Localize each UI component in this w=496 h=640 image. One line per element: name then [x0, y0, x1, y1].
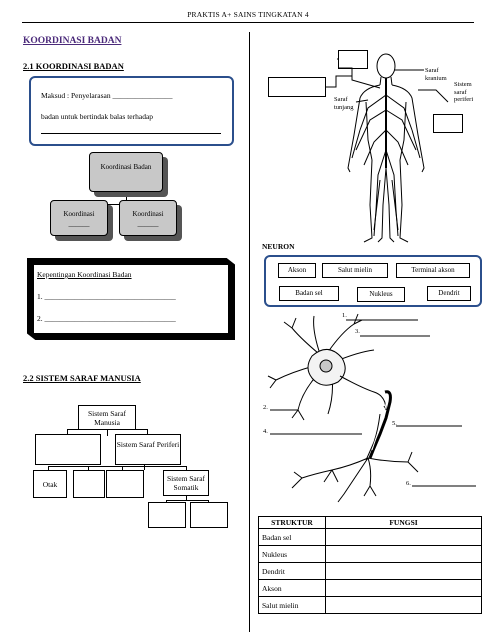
- section-heading-saraf: 2.2 SISTEM SARAF MANUSIA: [23, 373, 141, 383]
- table-row: Salut mielin: [258, 596, 482, 614]
- saraf-blank-b[interactable]: [190, 502, 228, 528]
- saraf-somatik-box: Sistem Saraf Somatik: [163, 470, 209, 496]
- tree-right-label: Koordinasi: [132, 210, 164, 218]
- word-terminal-akson: Terminal akson: [396, 263, 470, 278]
- table-header-struktur: STRUKTUR: [258, 516, 326, 529]
- saraf-blank-pusat[interactable]: [35, 434, 101, 465]
- section-heading-koordinasi: 2.1 KOORDINASI BADAN: [23, 61, 124, 71]
- maksud-box: Maksud : Penyelarasan ________________ b…: [29, 76, 234, 146]
- table-cell-struktur: Dendrit: [258, 562, 326, 580]
- tree-left-blank[interactable]: ______: [68, 220, 90, 228]
- nervous-system-figure: [326, 53, 449, 243]
- kepentingan-box: Kepentingan Koordinasi Badan 1. ________…: [34, 265, 228, 333]
- maksud-answer-line[interactable]: [41, 133, 221, 134]
- tree-right-blank[interactable]: ______: [137, 220, 159, 228]
- saraf-blank-autonomi[interactable]: [106, 470, 144, 498]
- neuron-label-6: 6.: [406, 480, 411, 487]
- neuron-label-1: 1.: [342, 312, 347, 319]
- tree-root-label: Koordinasi Badan: [100, 163, 152, 171]
- saraf-blank-tunjang[interactable]: [73, 470, 105, 498]
- kepentingan-title: Kepentingan Koordinasi Badan: [37, 270, 132, 279]
- column-divider: [249, 32, 250, 632]
- tree-right-box[interactable]: Koordinasi ______: [119, 200, 177, 236]
- body-label-blank-right[interactable]: [433, 114, 463, 133]
- word-nukleus: Nukleus: [357, 287, 405, 302]
- table-cell-struktur: Badan sel: [258, 528, 326, 546]
- word-salut-mielin: Salut mielin: [322, 263, 388, 278]
- main-title: KOORDINASI BADAN: [23, 36, 122, 46]
- neuron-label-4: 4.: [263, 428, 268, 435]
- word-akson: Akson: [278, 263, 316, 278]
- table-cell-fungsi[interactable]: [325, 562, 482, 580]
- neuron-figure: [267, 313, 476, 503]
- neuron-label-5: 5.: [392, 420, 397, 427]
- saraf-blank-a[interactable]: [148, 502, 186, 528]
- tree-root-box: Koordinasi Badan: [89, 152, 163, 192]
- kepentingan-item-2[interactable]: 2. ___________________________________: [37, 314, 176, 323]
- table-row: Dendrit: [258, 562, 482, 580]
- table-row: Akson: [258, 579, 482, 597]
- table-cell-struktur: Nukleus: [258, 545, 326, 563]
- table-row: Badan sel: [258, 528, 482, 546]
- tree-left-box[interactable]: Koordinasi ______: [50, 200, 108, 236]
- word-badan-sel: Badan sel: [279, 286, 339, 301]
- table-row: Nukleus: [258, 545, 482, 563]
- table-cell-fungsi[interactable]: [325, 579, 482, 597]
- kepentingan-item-1[interactable]: 1. ___________________________________: [37, 292, 176, 301]
- saraf-root-box: Sistem Saraf Manusia: [78, 405, 136, 430]
- neuron-label-2: 2.: [263, 404, 268, 411]
- saraf-periferi-box: Sistem Saraf Periferi: [115, 434, 181, 465]
- label-saraf-kranium: Saraf kranium: [425, 67, 447, 82]
- table-cell-struktur: Salut mielin: [258, 596, 326, 614]
- label-saraf-tunjang: Saraf tunjang: [334, 96, 354, 111]
- table-cell-fungsi[interactable]: [325, 528, 482, 546]
- saraf-otak-box: Otak: [33, 470, 67, 498]
- table-header-fungsi: FUNGSI: [325, 516, 482, 529]
- table-cell-fungsi[interactable]: [325, 545, 482, 563]
- maksud-line-1: Maksud : Penyelarasan ________________: [41, 91, 173, 100]
- neuron-heading: NEURON: [262, 242, 295, 251]
- header-divider: [22, 22, 474, 23]
- tree-left-label: Koordinasi: [63, 210, 95, 218]
- struktur-fungsi-table: STRUKTUR FUNGSI Badan sel Nukleus Dendri…: [258, 516, 482, 614]
- body-label-blank-left[interactable]: [268, 77, 326, 97]
- label-sistem-saraf-periferi: Sistem saraf periferi: [454, 81, 474, 103]
- word-dendrit: Dendrit: [427, 286, 471, 301]
- table-cell-fungsi[interactable]: [325, 596, 482, 614]
- neuron-label-3: 3.: [355, 328, 360, 335]
- maksud-line-2: badan untuk bertindak balas terhadap: [41, 112, 154, 121]
- table-cell-struktur: Akson: [258, 579, 326, 597]
- page-header: PRAKTIS A+ SAINS TINGKATAN 4: [187, 10, 309, 19]
